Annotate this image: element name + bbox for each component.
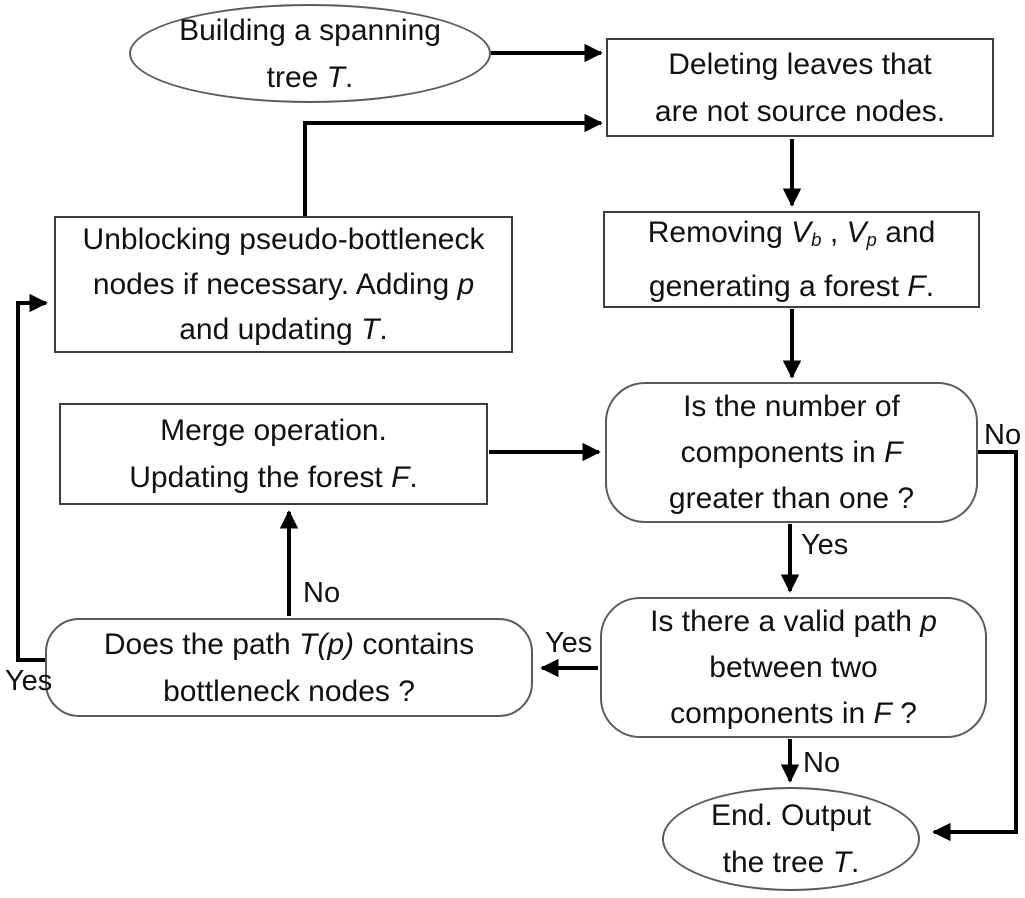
label-no-valid-path: No (803, 747, 841, 779)
decision-valid-path-text: Is there a valid path p (650, 604, 937, 638)
unblocking-text: Unblocking pseudo-bottleneck (82, 223, 485, 256)
merge-node: Merge operation. Updating the forest F. (59, 403, 488, 505)
start-node: Building a spanning tree T. (129, 4, 491, 103)
end-node-text: End. Output (710, 799, 872, 832)
decision-bottleneck-node: Does the path T(p) contains bottleneck n… (45, 618, 533, 717)
arrow-unblocking-to-deleting (303, 113, 603, 216)
decision-components-text: Is the number of (683, 389, 900, 423)
removing-text: Removing Vb , Vp and (647, 215, 936, 251)
merge-text: Merge operation. (160, 414, 387, 447)
deleting-leaves-text: Deleting leaves that (668, 47, 932, 81)
end-node: End. Output the tree T. (662, 787, 920, 891)
label-yes-valid-path: Yes (545, 627, 593, 659)
decision-components-node: Is the number of components in F greater… (605, 382, 978, 523)
label-no-components: No (984, 419, 1022, 451)
removing-node: Removing Vb , Vp and generating a forest… (603, 211, 980, 308)
arrow-bottleneck-yes-to-unblocking (16, 293, 48, 662)
decision-valid-path-node: Is there a valid path p between two comp… (600, 597, 987, 738)
start-node-text: Building a spanning (179, 13, 441, 47)
label-yes-bottleneck: Yes (5, 665, 53, 697)
unblocking-node: Unblocking pseudo-bottleneck nodes if ne… (54, 216, 513, 353)
decision-bottleneck-text: Does the path T(p) contains (103, 627, 475, 661)
deleting-leaves-node: Deleting leaves that are not source node… (606, 38, 994, 137)
label-no-bottleneck: No (303, 577, 341, 609)
arrow-components-no-to-end (932, 450, 1018, 842)
label-yes-components: Yes (801, 529, 849, 561)
